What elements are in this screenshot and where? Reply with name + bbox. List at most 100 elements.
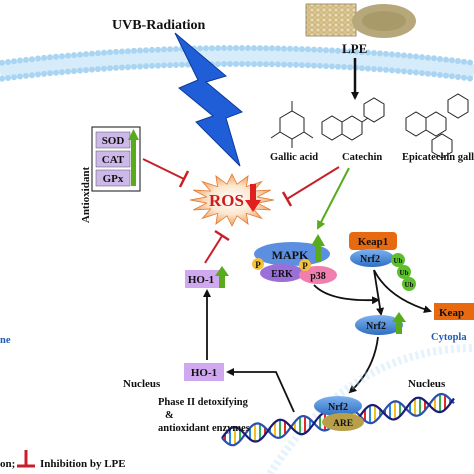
membrane-head-inner [365, 66, 371, 72]
membrane-head-inner [71, 68, 77, 74]
membrane-head-outer [95, 50, 101, 56]
membrane-head-inner [227, 61, 233, 67]
uvb-label: UVB-Radiation [112, 18, 206, 33]
membrane-head-outer [29, 56, 35, 62]
membrane-head-outer [257, 45, 263, 51]
nucleus-label-right: Nucleus [408, 378, 446, 390]
nrf2-free-label: Nrf2 [366, 321, 386, 332]
membrane-head-inner [419, 70, 425, 76]
membrane-head-inner [131, 64, 137, 70]
membrane-head-outer [221, 45, 227, 51]
gallic-acid-structure-icon [271, 101, 313, 148]
ros-label: ROS [209, 191, 244, 210]
membrane-head-inner [437, 72, 443, 78]
membrane-head-inner [233, 61, 239, 67]
membrane-head-outer [119, 49, 125, 55]
mapk-to-nrf2-arrow [314, 285, 378, 300]
membrane-head-outer [329, 47, 335, 53]
membrane-head-inner [5, 75, 11, 81]
enzyme-cat-label: CAT [102, 154, 125, 166]
gallic-acid-label: Gallic acid [270, 152, 318, 163]
membrane-head-outer [269, 45, 275, 51]
legend-left-fragment: on; [0, 458, 15, 470]
membrane-head-outer [287, 46, 293, 52]
membrane-head-inner [41, 71, 47, 77]
ho1-lower-label: HO-1 [191, 367, 217, 379]
membrane-head-outer [101, 50, 107, 56]
membrane-head-inner [47, 70, 53, 76]
membrane-head-inner [107, 65, 113, 71]
lpe-label: LPE [342, 41, 367, 56]
membrane-head-inner [407, 69, 413, 75]
membrane-head-outer [311, 47, 317, 53]
ub-label-2: Ub [400, 269, 409, 277]
membrane-head-outer [281, 46, 287, 52]
membrane-head-inner [245, 61, 251, 67]
enzyme-gpx: GPx [96, 170, 130, 186]
membrane-head-outer [431, 55, 437, 61]
membrane-head-outer [23, 57, 29, 63]
membrane-head-outer [167, 46, 173, 52]
membrane-head-outer [41, 55, 47, 61]
membrane-head-outer [437, 56, 443, 62]
membrane-head-inner [359, 65, 365, 71]
membrane-head-outer [377, 50, 383, 56]
membrane-head-inner [383, 67, 389, 73]
membrane-head-inner [155, 63, 161, 69]
nrf2-bound-label: Nrf2 [360, 254, 380, 265]
membrane-head-outer [113, 49, 119, 55]
membrane-head-inner [443, 73, 449, 79]
membrane-head-outer [245, 45, 251, 51]
legend-inhibition-label: Inhibition by LPE [40, 458, 126, 470]
membrane-head-outer [65, 53, 71, 59]
membrane-head-outer [407, 53, 413, 59]
membrane-head-outer [263, 45, 269, 51]
membrane-head-inner [77, 68, 83, 74]
membrane-head-inner [461, 75, 467, 81]
membrane-head-outer [425, 55, 431, 61]
enzyme-inhibit-bar [180, 171, 188, 187]
membrane-head-outer [149, 47, 155, 53]
membrane-head-outer [419, 54, 425, 60]
p38-label: p38 [310, 271, 326, 282]
membrane-head-outer [443, 57, 449, 63]
membrane-head-outer [203, 45, 209, 51]
membrane-head-inner [251, 61, 257, 67]
nrf2-translocation-arrow [350, 337, 378, 392]
membrane-head-inner [335, 64, 341, 70]
membrane-head-inner [263, 61, 269, 67]
membrane-head-inner [287, 62, 293, 68]
membrane-head-outer [137, 48, 143, 54]
membrane-head-inner [89, 67, 95, 73]
enzyme-sod-label: SOD [102, 135, 125, 147]
membrane-head-inner [389, 67, 395, 73]
membrane-head-inner [143, 63, 149, 69]
membrane-head-outer [317, 47, 323, 53]
membrane-head-inner [425, 71, 431, 77]
membrane-head-inner [137, 64, 143, 70]
ho1-upper-label: HO-1 [188, 274, 214, 286]
membrane-head-outer [209, 45, 215, 51]
membrane-head-inner [11, 74, 17, 80]
catechin-inhibit-bar [283, 192, 291, 206]
catechin-label: Catechin [342, 152, 382, 163]
enzyme-cat: CAT [96, 151, 130, 167]
membrane-head-outer [305, 46, 311, 52]
membrane-head-outer [197, 45, 203, 51]
enzyme-inhibits-ros [143, 159, 184, 179]
membrane-head-inner [149, 63, 155, 69]
membrane-head-outer [71, 52, 77, 58]
cytoplasm-label: Cytopla [431, 332, 467, 343]
membrane-head-outer [323, 47, 329, 53]
membrane-head-outer [467, 60, 473, 66]
membrane-head-outer [275, 45, 281, 51]
membrane-head-inner [53, 70, 59, 76]
membrane-head-outer [401, 52, 407, 58]
membrane-head-inner [215, 61, 221, 67]
membrane-head-outer [395, 52, 401, 58]
membrane-head-outer [53, 54, 59, 60]
membrane-head-outer [299, 46, 305, 52]
membrane-head-outer [35, 56, 41, 62]
